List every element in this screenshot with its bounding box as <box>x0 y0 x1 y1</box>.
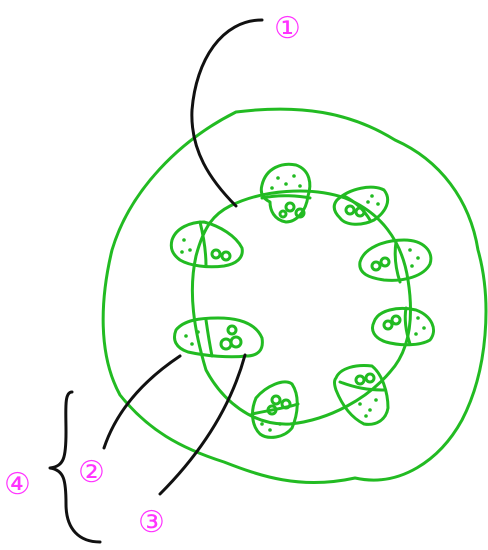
label-1: ① <box>274 11 301 46</box>
vascular-bundle-right-lower <box>373 308 434 345</box>
label-3: ③ <box>138 505 165 540</box>
label-4: ④ <box>4 467 31 502</box>
leader-line-3 <box>160 355 245 494</box>
vascular-bundle-left-lower <box>175 318 263 357</box>
label-2: ② <box>78 455 105 490</box>
vascular-bundle-right-upper <box>360 240 431 282</box>
leader-line-1 <box>192 20 262 206</box>
vascular-bundle-bottom <box>252 382 298 437</box>
vascular-bundle-lower-right <box>335 366 389 425</box>
leader-line-2 <box>104 356 180 448</box>
